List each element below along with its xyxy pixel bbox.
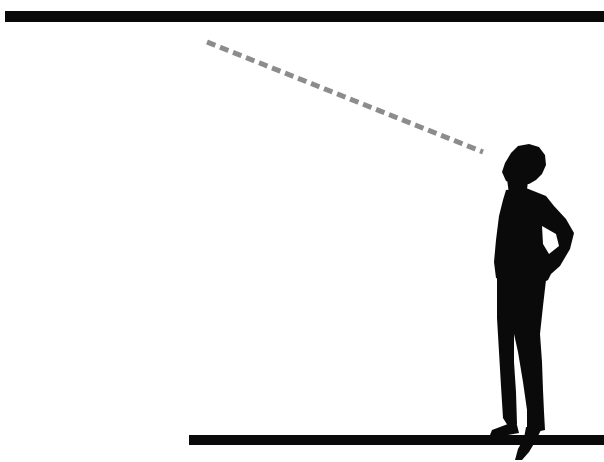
ceiling-line bbox=[5, 11, 604, 22]
person-silhouette-icon bbox=[490, 144, 574, 460]
floor-line bbox=[189, 435, 604, 445]
dashed-sight-line bbox=[207, 42, 483, 152]
